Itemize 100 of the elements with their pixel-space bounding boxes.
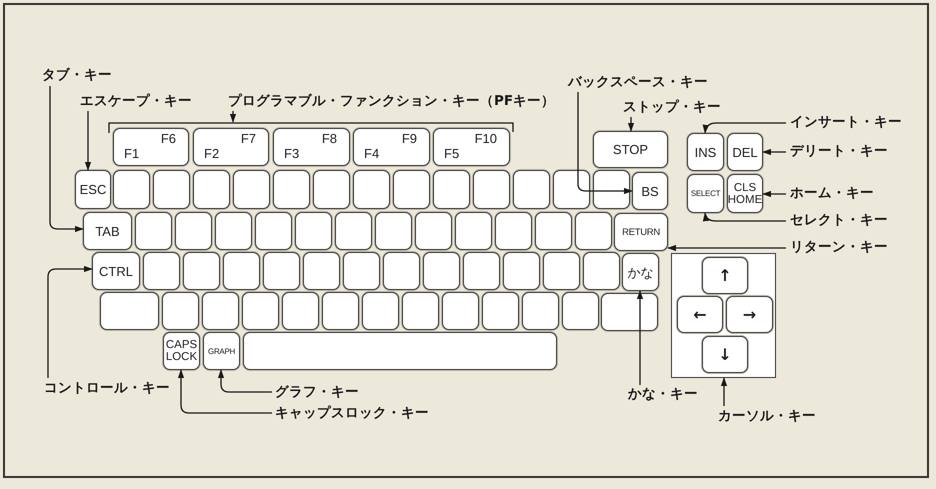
keyboard-key [593,170,630,209]
leader-arrow [49,86,84,232]
callout-label: カーソル・キー [718,408,816,425]
key-label: F5 [444,147,460,160]
keyboard-key [535,212,572,250]
leader-arrow [218,369,272,393]
key-label: F8 [322,132,337,145]
keyboard-key [153,170,190,209]
keyboard-key [273,128,350,166]
keyboard-key [303,252,340,290]
key-label: F3 [284,147,300,160]
keyboard-key: INS [687,133,724,171]
keyboard-key [243,332,557,370]
keyboard-key [242,292,279,330]
keyboard-key [393,170,430,209]
callout-label: ホーム・キー [790,185,874,202]
keyboard-key [273,170,310,209]
leader-arrow [667,244,786,252]
keyboard-key: ESC [75,170,111,209]
keyboard-key: GRAPH [203,332,240,370]
keyboard-key [562,292,599,330]
leader-arrow [178,369,272,414]
keyboard-key [415,212,452,250]
keyboard-key [313,170,350,209]
callout-label: リターン・キー [790,239,888,256]
keyboard-key [193,128,269,166]
keyboard-key [113,170,150,209]
keyboard-key [255,212,292,250]
keyboard-key [473,170,510,209]
keyboard-key [463,252,500,290]
cursor-key-panel [671,253,776,378]
callout-label: ストップ・キー [623,99,721,116]
keyboard-key: BS [632,172,668,210]
key-label: F6 [160,132,176,145]
keyboard-key [423,252,460,290]
keyboard-key: ↑ [702,257,748,294]
leader-arrow [703,212,786,222]
leader-arrow [703,122,786,134]
keyboard-key [455,212,492,250]
keyboard-key: CAPS LOCK [163,332,200,370]
keyboard-key [183,252,220,290]
keyboard-key: CTRL [92,252,140,290]
keyboard-key [383,252,420,290]
keyboard-key [193,170,230,209]
keyboard-key [495,212,532,250]
callout-label: キャップスロック・キー [275,405,429,422]
keyboard-key [575,212,612,250]
keyboard-key: CLS HOME [727,174,763,213]
keyboard-key [353,128,430,166]
callout-label: セレクト・キー [790,212,888,229]
keyboard-key: かな [622,253,659,291]
keyboard-key [522,292,559,330]
keyboard-key: STOP [593,131,668,168]
keyboard-key [503,252,540,290]
keyboard-key [433,128,510,166]
leader-arrow [636,290,644,385]
key-label: F4 [364,147,380,160]
keyboard-key: → [726,296,773,333]
keyboard-key [335,212,372,250]
bracket [108,122,514,133]
keyboard-key [162,292,199,330]
leader-arrow [84,111,92,171]
callout-label: バックスペース・キー [568,74,708,91]
callout-label: グラフ・キー [275,384,359,401]
keyboard-key [113,128,189,166]
callout-label: かな・キー [628,386,698,403]
keyboard-key [553,170,590,209]
callout-label: プログラマブル・ファンクション・キー（PFキー） [228,93,556,110]
keyboard-key [482,292,519,330]
keyboard-key [543,252,580,290]
keyboard-key [100,292,159,330]
keyboard-key [282,292,319,330]
callout-label: エスケープ・キー [80,93,192,110]
callout-label: タブ・キー [42,67,112,84]
key-label: F2 [204,147,220,160]
keyboard-key [322,292,359,330]
leader-arrow [762,148,786,156]
keyboard-key [263,252,300,290]
keyboard-key [215,212,252,250]
keyboard-key [375,212,412,250]
keyboard-key [202,292,239,330]
leader-arrow [47,266,93,378]
keyboard-key: SELECT [687,174,724,213]
keyboard-key [402,292,439,330]
key-label: F10 [474,132,497,145]
callout-label: コントロール・キー [44,380,170,397]
callout-label: デリート・キー [790,143,888,160]
key-label: F1 [124,147,140,160]
leader-arrow [577,92,633,194]
keyboard-key [135,212,172,250]
keyboard-key [175,212,212,250]
leader-arrow [230,111,236,123]
keyboard-key [513,170,550,209]
leader-arrow [628,117,634,132]
keyboard-key [295,212,332,250]
keyboard-key [143,252,180,290]
keyboard-key: ← [677,296,723,333]
keyboard-key [601,293,658,331]
keyboard-key: TAB [83,212,132,250]
keyboard-key [223,252,260,290]
